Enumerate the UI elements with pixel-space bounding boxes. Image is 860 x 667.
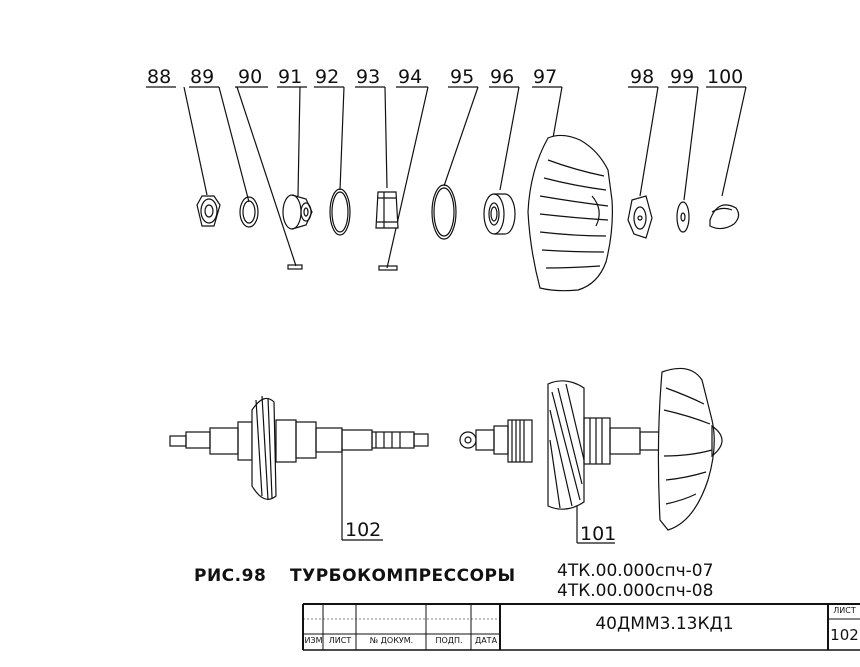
callout-100: 100 — [707, 66, 743, 88]
part-98-flange — [627, 195, 653, 239]
part-88-nut — [196, 195, 221, 227]
sheet-header: ЛИСТ — [833, 606, 856, 615]
callout-98: 98 — [630, 66, 654, 88]
part-100-cap — [709, 204, 740, 230]
callout-101: 101 — [580, 523, 616, 545]
part-99-washer — [676, 201, 690, 233]
callout-93: 93 — [356, 66, 380, 88]
callout-94: 94 — [398, 66, 422, 88]
title-block-frame — [302, 603, 860, 651]
col-revision: ИЗМ — [304, 636, 323, 645]
part-94-key — [378, 265, 398, 271]
part-91-bushing — [282, 194, 313, 230]
callout-97: 97 — [533, 66, 557, 88]
assembly-101-rotor — [459, 367, 723, 531]
part-95-ring — [431, 184, 457, 240]
callout-92: 92 — [315, 66, 339, 88]
col-date: ДАТА — [474, 636, 498, 645]
callout-89: 89 — [190, 66, 214, 88]
spec-line-1: 4ТК.00.000спч-07 — [557, 561, 714, 581]
part-93-sleeve — [375, 191, 399, 229]
callout-102: 102 — [345, 519, 381, 541]
spec-line-2: 4ТК.00.000спч-08 — [557, 581, 714, 601]
callout-90: 90 — [238, 66, 262, 88]
part-90-pin — [287, 264, 303, 270]
callout-95: 95 — [450, 66, 474, 88]
callout-88: 88 — [147, 66, 171, 88]
figure-number: РИС.98 — [194, 566, 267, 586]
part-97-impeller — [527, 134, 613, 292]
callout-96: 96 — [490, 66, 514, 88]
callout-99: 99 — [670, 66, 694, 88]
figure-title: ТУРБОКОМПРЕССОРЫ — [290, 566, 516, 586]
assembly-102-shaft — [169, 395, 429, 501]
col-document: № ДОКУМ. — [369, 636, 414, 645]
col-signature: ПОДП. — [435, 636, 463, 645]
part-92-ring — [329, 188, 351, 236]
callout-91: 91 — [278, 66, 302, 88]
col-sheet: ЛИСТ — [328, 636, 352, 645]
sheet-number: 102 — [830, 626, 859, 644]
callout-leaders — [146, 86, 747, 544]
part-89-washer — [239, 196, 259, 228]
callout-labels: 88 89 90 91 92 93 94 95 96 97 98 99 100 … — [147, 66, 743, 545]
part-96-seal — [483, 193, 516, 235]
drawing-designation: 40ДММ3.13КД1 — [595, 614, 734, 634]
